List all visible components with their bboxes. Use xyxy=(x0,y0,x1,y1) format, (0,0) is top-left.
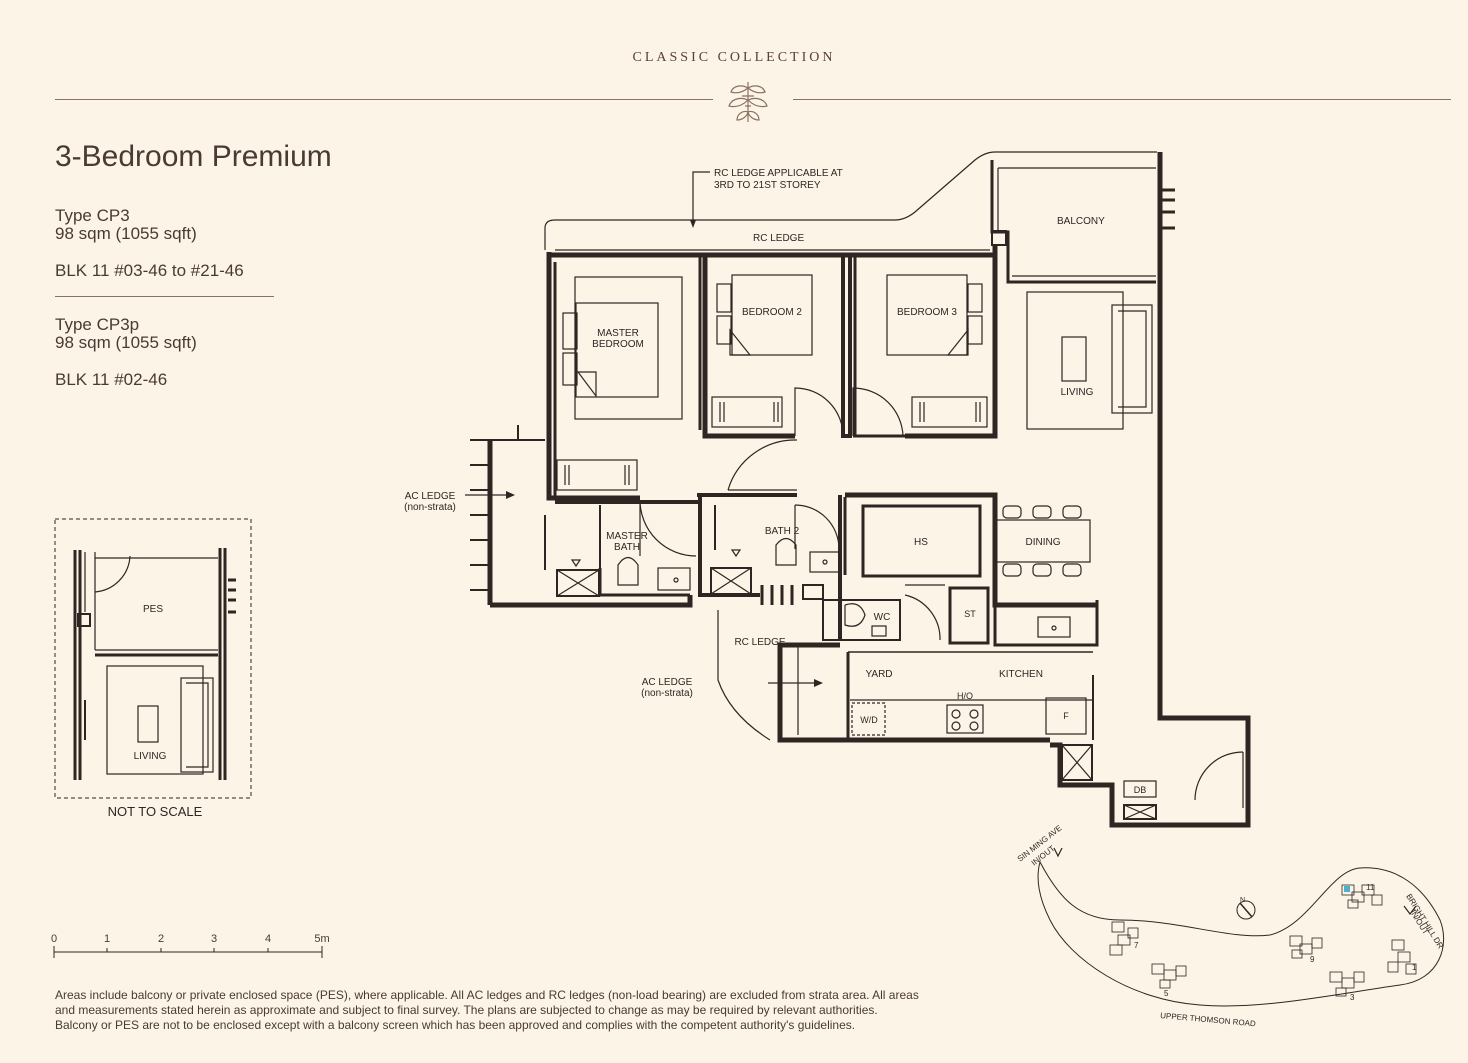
bedroom3-label: BEDROOM 3 xyxy=(897,307,957,318)
scale-tick-4: 4 xyxy=(265,933,271,945)
ac-ledge-south-sub: (non-strata) xyxy=(641,688,693,699)
disclaimer-line-1: Areas include balcony or private enclose… xyxy=(55,988,919,1002)
block-label-1: 1 xyxy=(1412,963,1417,972)
scale-tick-0: 0 xyxy=(51,933,57,945)
bath2-label: BATH 2 xyxy=(765,526,800,537)
block-label-9: 9 xyxy=(1310,955,1315,964)
blocks-cp3p: BLK 11 #02-46 xyxy=(55,370,168,389)
yard-label: YARD xyxy=(865,669,892,680)
scale-tick-2: 2 xyxy=(158,933,164,945)
inout-arrow-icon xyxy=(1053,847,1063,858)
not-to-scale-caption: NOT TO SCALE xyxy=(107,804,203,819)
rc-ledge-top-label: RC LEDGE xyxy=(753,233,804,244)
dining-label: DINING xyxy=(1026,537,1061,548)
area-cp3p: 98 sqm (1055 sqft) xyxy=(55,333,197,352)
scale-tick-3: 3 xyxy=(211,933,217,945)
disclaimer: Areas include balcony or private enclose… xyxy=(55,988,1105,1033)
rc-ledge-note-line1: RC LEDGE APPLICABLE AT xyxy=(714,168,843,179)
scale-tick-1: 1 xyxy=(104,933,110,945)
wall-east xyxy=(1050,152,1251,828)
master-bath-label-2: BATH xyxy=(614,542,640,553)
area-cp3: 98 sqm (1055 sqft) xyxy=(55,224,197,243)
key-living-label: LIVING xyxy=(134,751,167,762)
master-bath-label-1: MASTER xyxy=(606,531,648,542)
living-label: LIVING xyxy=(1061,387,1094,398)
pes-label: PES xyxy=(143,604,163,615)
site-plan: N SIN MING AVE IN/OUT BRIGHT HILL DR IN/… xyxy=(1016,823,1446,1028)
scale-tick-5: 5m xyxy=(314,933,329,945)
north-label: N xyxy=(1240,897,1245,904)
master-bedroom-label-1: MASTER xyxy=(597,328,639,339)
hs-label: HS xyxy=(914,537,928,548)
kitchen-label: KITCHEN xyxy=(999,669,1043,680)
block-9-cluster xyxy=(1289,935,1323,959)
ac-ledge-west-sub: (non-strata) xyxy=(404,502,456,513)
scale-bar: 0 1 2 3 4 5m xyxy=(51,933,330,958)
wall-west xyxy=(546,252,640,501)
key-plan-pes: PES LIVING xyxy=(54,518,252,799)
rc-ledge-note-line2: 3RD TO 21ST STOREY xyxy=(714,180,821,191)
block-label-11: 11 xyxy=(1366,883,1375,892)
fridge-label: F xyxy=(1063,711,1069,721)
washer-dryer-label: W/D xyxy=(860,715,878,725)
road-upper-thomson: UPPER THOMSON ROAD xyxy=(1160,1011,1257,1028)
block-3-cluster xyxy=(1329,971,1365,997)
leaf-emblem-icon xyxy=(728,82,768,122)
hob-label: H/O xyxy=(957,691,973,701)
brand-title: CLASSIC COLLECTION xyxy=(632,50,836,65)
block-11-cluster xyxy=(1341,884,1383,909)
blocks-cp3: BLK 11 #03-46 to #21-46 xyxy=(55,261,244,280)
ac-ledge-west-label: AC LEDGE xyxy=(405,491,456,502)
header-rule-left xyxy=(55,99,713,100)
disclaimer-line-3: Balcony or PES are not to be enclosed ex… xyxy=(55,1018,856,1032)
unit-title: 3-Bedroom Premium xyxy=(55,140,332,173)
block-7-cluster xyxy=(1109,921,1139,956)
header-rule-right xyxy=(793,99,1451,100)
block-label-5: 5 xyxy=(1164,989,1169,998)
block-1-cluster xyxy=(1387,939,1417,975)
floor-plan: RC LEDGE APPLICABLE AT 3RD TO 21ST STORE… xyxy=(404,151,1251,828)
balcony-label: BALCONY xyxy=(1057,216,1105,227)
block-5-cluster xyxy=(1151,963,1187,989)
block-label-7: 7 xyxy=(1134,941,1139,950)
info-divider xyxy=(55,296,274,297)
inout-arrow-icon-right xyxy=(1403,905,1417,915)
master-bedroom-label-2: BEDROOM xyxy=(592,339,644,350)
north-icon xyxy=(1236,900,1256,920)
block-label-3: 3 xyxy=(1350,993,1355,1002)
st-label: ST xyxy=(964,609,976,619)
type-cp3p: Type CP3p xyxy=(55,315,140,334)
highlight-unit-marker xyxy=(1344,886,1350,892)
type-cp3: Type CP3 xyxy=(55,206,130,225)
db-label: DB xyxy=(1134,785,1147,795)
rc-ledge-outline xyxy=(544,151,1157,250)
rc-ledge-mid-label: RC LEDGE xyxy=(734,637,785,648)
wc-label: WC xyxy=(874,612,891,623)
bedroom2-label: BEDROOM 2 xyxy=(742,307,802,318)
wall-south xyxy=(777,642,1050,743)
ac-ledge-south-label: AC LEDGE xyxy=(642,677,693,688)
disclaimer-line-2: and measurements stated herein as approx… xyxy=(55,1003,878,1017)
